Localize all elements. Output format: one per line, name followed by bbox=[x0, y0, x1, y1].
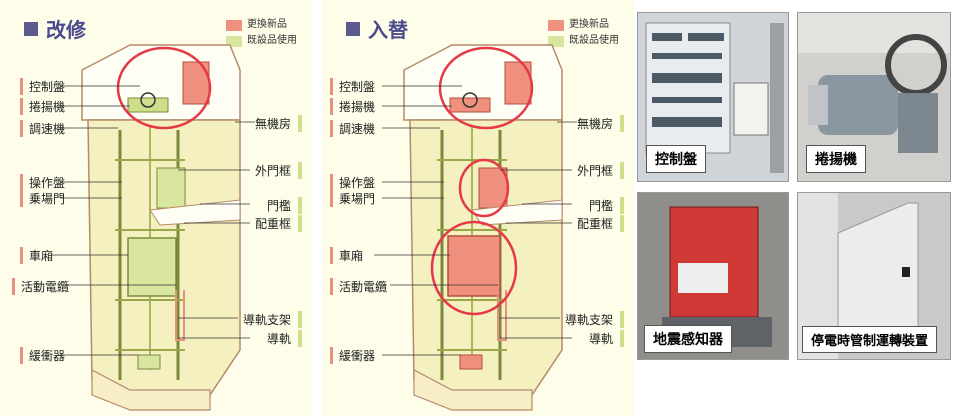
label-buffer: 緩衝器 bbox=[330, 347, 375, 364]
car bbox=[127, 237, 177, 297]
elevator-shaft-diagram bbox=[374, 44, 577, 411]
label-hoist: 捲揚機 bbox=[330, 98, 375, 115]
label-sill: 門檻 bbox=[267, 197, 302, 214]
legend-new: 更換新品 bbox=[548, 17, 619, 33]
buffer bbox=[137, 354, 161, 370]
photo-seismic-sensor: 地震感知器 bbox=[637, 192, 789, 360]
label-landing-door: 乗場門 bbox=[20, 190, 65, 207]
legend: 更換新品 既設品使用 bbox=[226, 17, 297, 49]
panel-title: 入替 bbox=[346, 14, 408, 43]
hoist-machine bbox=[127, 97, 169, 113]
buffer bbox=[459, 354, 483, 370]
label-governor: 調速機 bbox=[20, 120, 65, 137]
label-traveling-cable: 活動電纜 bbox=[12, 278, 69, 295]
label-rail-bracket: 導軌支架 bbox=[243, 311, 302, 328]
photo-caption: 地震感知器 bbox=[644, 325, 732, 353]
label-buffer: 緩衝器 bbox=[20, 347, 65, 364]
label-rail-bracket: 導軌支架 bbox=[565, 311, 624, 328]
label-guide-rail: 導軌 bbox=[267, 330, 302, 347]
label-operation-panel: 操作盤 bbox=[330, 174, 375, 191]
legend-swatch-existing bbox=[226, 35, 242, 47]
label-governor: 調速機 bbox=[330, 120, 375, 137]
label-door-frame: 外門框 bbox=[577, 162, 624, 179]
photo-caption: 控制盤 bbox=[646, 145, 706, 173]
control-panel bbox=[182, 61, 210, 105]
pit bbox=[91, 369, 211, 411]
label-counterweight: 配重框 bbox=[577, 215, 624, 232]
elevator-shaft-diagram bbox=[52, 44, 255, 411]
title-square-icon bbox=[24, 21, 38, 36]
hoist-machine bbox=[449, 97, 491, 113]
label-counterweight: 配重框 bbox=[255, 215, 302, 232]
replacement-diagram-panel: 入替 更換新品 既設品使用 bbox=[322, 0, 634, 416]
pit bbox=[413, 369, 533, 411]
photo-caption: 捲揚機 bbox=[806, 145, 866, 173]
label-sill: 門檻 bbox=[589, 197, 624, 214]
legend-swatch-new bbox=[548, 19, 564, 31]
renovation-diagram-panel: 改修 更換新品 既設品使用 bbox=[0, 0, 312, 416]
legend: 更換新品 既設品使用 bbox=[548, 17, 619, 49]
label-control-panel: 控制盤 bbox=[330, 78, 375, 95]
landing-door bbox=[156, 167, 186, 209]
label-landing-door: 乗場門 bbox=[330, 190, 375, 207]
panel-title: 改修 bbox=[24, 14, 86, 43]
photo-emergency-device: 停電時管制運轉裝置 bbox=[797, 192, 951, 360]
title-square-icon bbox=[346, 21, 360, 36]
highlight-circle bbox=[430, 220, 518, 316]
legend-swatch-existing bbox=[548, 35, 564, 47]
traveling-cable bbox=[175, 290, 185, 341]
car bbox=[447, 235, 501, 297]
label-car: 車廂 bbox=[20, 247, 53, 264]
legend-new: 更換新品 bbox=[226, 17, 297, 33]
legend-existing: 既設品使用 bbox=[548, 33, 619, 49]
legend-existing: 既設品使用 bbox=[226, 33, 297, 49]
floor-slab bbox=[471, 199, 563, 226]
label-guide-rail: 導軌 bbox=[589, 330, 624, 347]
landing-door bbox=[478, 167, 508, 209]
legend-swatch-new bbox=[226, 19, 242, 31]
highlight-circle bbox=[438, 46, 534, 130]
highlight-circle bbox=[458, 158, 510, 218]
label-control-panel: 控制盤 bbox=[20, 78, 65, 95]
photo-caption: 停電時管制運轉裝置 bbox=[802, 326, 938, 353]
label-machine-roomless: 無機房 bbox=[577, 115, 624, 132]
floor-slab bbox=[149, 199, 241, 226]
photo-control-panel: 控制盤 bbox=[637, 12, 789, 182]
highlight-circle bbox=[116, 46, 212, 130]
label-door-frame: 外門框 bbox=[255, 162, 302, 179]
label-traveling-cable: 活動電纜 bbox=[330, 278, 387, 295]
label-machine-roomless: 無機房 bbox=[255, 115, 302, 132]
label-car: 車廂 bbox=[330, 247, 363, 264]
label-operation-panel: 操作盤 bbox=[20, 174, 65, 191]
label-hoist: 捲揚機 bbox=[20, 98, 65, 115]
control-panel-photo-icon bbox=[638, 13, 788, 181]
photo-hoist: 捲揚機 bbox=[797, 12, 951, 182]
traveling-cable bbox=[497, 290, 507, 341]
